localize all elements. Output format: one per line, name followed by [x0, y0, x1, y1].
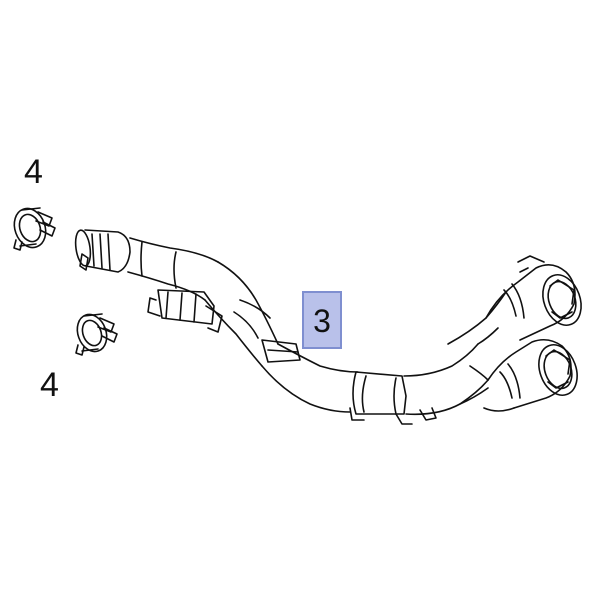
callout-hose-highlighted[interactable]: 3: [302, 291, 342, 349]
callout-clamp-bottom: 4: [40, 366, 59, 404]
callout-clamp-top: 4: [24, 153, 43, 191]
hose-clamp-bottom: [75, 313, 118, 356]
coolant-hose: [74, 229, 582, 425]
hose-clamp-top: [13, 207, 56, 251]
